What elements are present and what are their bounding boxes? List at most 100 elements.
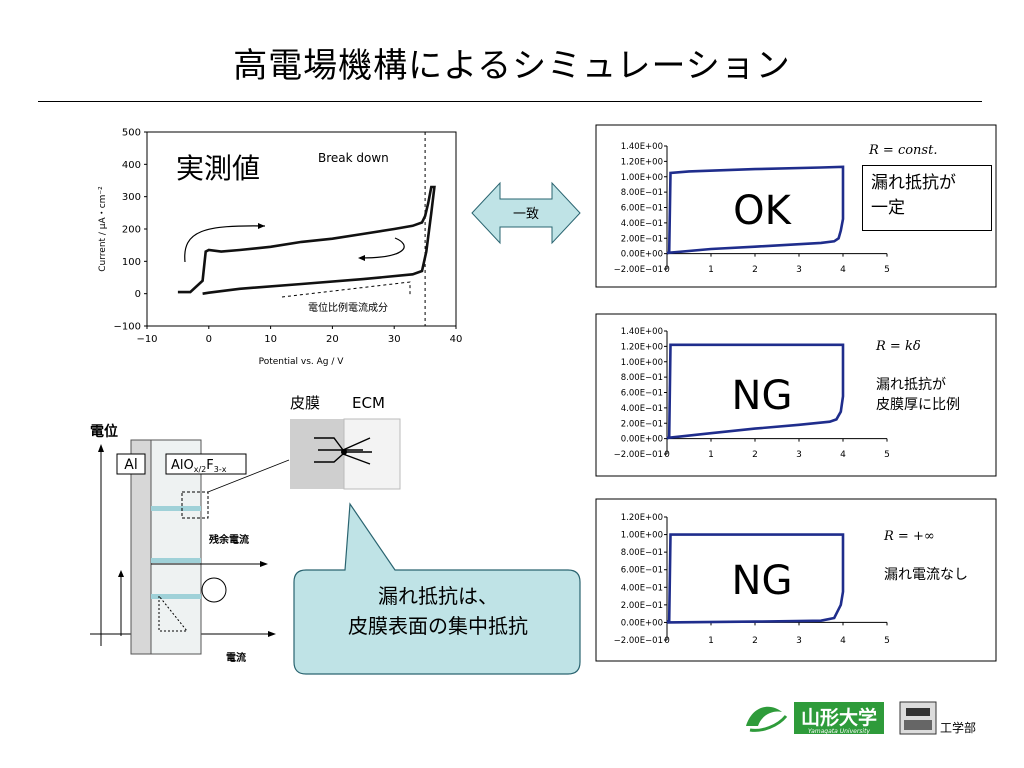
callout-line-2: 皮膜表面の集中抵抗 [348, 614, 528, 638]
y-tick-label: 6.00E−01 [621, 566, 663, 576]
oxide-layer [150, 439, 202, 655]
y-tick-label: 6.00E−01 [621, 204, 663, 214]
zoom-connector [207, 459, 290, 493]
leak-path-2 [151, 558, 201, 563]
x-tick-label: 1 [708, 636, 714, 646]
voltage-drop-triangle [158, 594, 189, 632]
y-tick-label: 500 [122, 128, 141, 139]
x-tick-label: 20 [326, 334, 339, 345]
x-tick-label: 0 [664, 265, 670, 275]
y-tick-label: 1.20E+00 [621, 513, 663, 523]
x-tick-label: −10 [136, 334, 157, 345]
callout-bubble [293, 502, 581, 675]
focus-box [181, 491, 209, 519]
film-label: 皮膜 [290, 394, 320, 412]
ecm-label: ECM [352, 394, 385, 412]
residual-arrowhead [260, 561, 268, 567]
y-tick-label: −2.00E−01 [614, 636, 663, 646]
double-arrow-shape [471, 181, 581, 245]
y-tick-label: 1.20E+00 [621, 342, 663, 352]
y-tick-label: 1.00E+00 [621, 358, 663, 368]
y-tick-label: −2.00E−01 [614, 450, 663, 460]
x-tick-label: 4 [840, 636, 846, 646]
page-title: 高電場機構によるシミュレーション [233, 46, 791, 86]
panel-axis-ticks: −2.00E−010.00E+002.00E−014.00E−016.00E−0… [614, 142, 890, 275]
callout-line-1: 漏れ抵抗は、 [378, 584, 498, 608]
film-zoom-inset: 皮膜 ECM [290, 394, 401, 490]
university-name-en: Yamagata University [808, 728, 870, 735]
x-tick-label: 30 [388, 334, 401, 345]
proportional-label: 電位比例電流成分 [308, 301, 388, 314]
y-tick-label: 0.00E+00 [621, 618, 663, 628]
forward-sweep-arrow [184, 225, 266, 263]
y-tick-label: 6.00E−01 [621, 389, 663, 399]
x-tick-label: 5 [884, 450, 890, 460]
x-tick-label: 2 [752, 265, 758, 275]
x-tick-label: 2 [752, 450, 758, 460]
forward-arrowhead [258, 223, 265, 229]
x-tick-label: 10 [264, 334, 277, 345]
panel-frame [595, 498, 997, 662]
measured-label: 実測値 [176, 152, 260, 185]
y-tick-label: 400 [122, 160, 141, 171]
callout-shape [293, 502, 581, 675]
panel-axis-ticks: −2.00E−010.00E+002.00E−014.00E−016.00E−0… [614, 327, 890, 460]
y-tick-label: 8.00E−01 [621, 188, 663, 198]
voltage-span-arrowhead [118, 570, 124, 577]
simulation-panel-ng-film: −2.00E−010.00E+002.00E−014.00E−016.00E−0… [595, 313, 997, 477]
potential-diagram: 電位 Al AlOx/2F3-x 残余電流 電流 [90, 423, 290, 664]
y-tick-label: 0.00E+00 [621, 435, 663, 445]
faculty-label: 工学部 [940, 720, 976, 735]
university-logo: 山形大学 Yamagata University 工学部 [746, 701, 976, 735]
y-tick-label: 2.00E−01 [621, 601, 663, 611]
x-tick-label: 1 [708, 265, 714, 275]
note-line-2: 皮膜厚に比例 [876, 397, 960, 413]
x-tick-label: 0 [664, 450, 670, 460]
y-tick-label: 4.00E−01 [621, 583, 663, 593]
proportional-triangle [281, 281, 411, 298]
x-tick-label: 4 [840, 450, 846, 460]
x-tick-label: 3 [796, 450, 802, 460]
panel-axis-ticks: −2.00E−01 0.00E+00 2.00E−01 4.00E−01 6.00E−0… [614, 513, 890, 646]
verdict-label: OK [733, 188, 792, 234]
leak-path-1 [151, 506, 201, 511]
y-tick-label: 1.20E+00 [621, 157, 663, 167]
y-tick-label: 2.00E−01 [621, 234, 663, 244]
verdict-label: NG [732, 373, 793, 419]
y-tick-label: 300 [122, 192, 141, 203]
title-divider [38, 101, 982, 102]
x-tick-label: 2 [752, 636, 758, 646]
current-axis-label: 電流 [226, 651, 246, 664]
film-region [290, 419, 344, 489]
panel-frame [595, 313, 997, 477]
measured-series-line [177, 185, 436, 295]
y-tick-label: 200 [122, 225, 141, 236]
ecm-region [343, 418, 401, 490]
y-tick-label: 1.40E+00 [621, 142, 663, 152]
oxide-label: AlOx/2F3-x [171, 458, 227, 474]
current-concentration-arrows [314, 437, 372, 465]
y-tick-label: 0.00E+00 [621, 250, 663, 260]
match-label: 一致 [513, 207, 539, 222]
leaf-swoosh-icon [749, 715, 788, 732]
y-tick-label: 2.00E−01 [621, 419, 663, 429]
oxide-label-box [165, 453, 247, 475]
formula-label: R = kδ [875, 339, 921, 354]
simulation-series-line [666, 533, 845, 624]
y-tick-label: 1.40E+00 [621, 327, 663, 337]
y-tick-label: 100 [122, 257, 141, 268]
x-tick-label: 40 [450, 334, 463, 345]
verdict-label: NG [732, 558, 793, 604]
note-line-2: 一定 [871, 198, 905, 218]
current-axis-arrowhead [268, 631, 276, 637]
y-tick-label: 0 [135, 289, 141, 300]
x-tick-label: 3 [796, 636, 802, 646]
note-line-1: 漏れ抵抗が [876, 377, 946, 393]
reverse-arrowhead [358, 255, 365, 261]
university-banner [794, 702, 884, 734]
y-tick-label: −2.00E−01 [614, 265, 663, 275]
simulation-panel-ng-infinite: −2.00E−01 0.00E+00 2.00E−01 4.00E−01 6.00E−0… [595, 498, 997, 662]
al-label: Al [124, 457, 137, 473]
